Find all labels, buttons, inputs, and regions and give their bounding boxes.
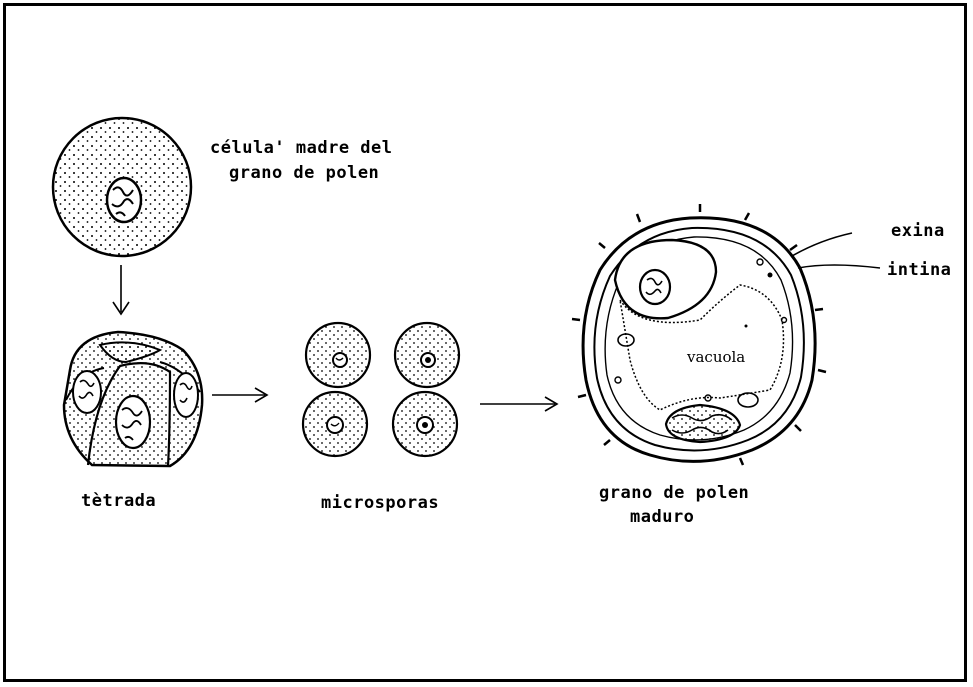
arrow-down (113, 265, 129, 314)
microspore (395, 323, 459, 387)
label-mother-cell-line2: grano de polen (229, 163, 379, 183)
label-mature-line2: maduro (630, 507, 694, 527)
tetrad (64, 332, 202, 466)
arrow-tetrad-to-microspores (212, 388, 267, 402)
microspore (393, 392, 457, 456)
microspores (303, 323, 459, 456)
microspore (303, 392, 367, 456)
arrow-microspores-to-mature (480, 397, 557, 411)
label-mature-line1: grano de polen (599, 483, 749, 503)
mature-pollen-grain (572, 204, 826, 465)
label-mother-cell-line1: célula' madre del (210, 138, 393, 158)
label-microspores: microsporas (321, 493, 439, 513)
microspore (306, 323, 370, 387)
label-exine: exina (891, 221, 945, 241)
label-intine: intina (887, 260, 951, 280)
label-tetrad: tètrada (81, 491, 156, 511)
mother-cell (53, 118, 191, 256)
label-vacuole: vacuola (687, 348, 745, 366)
leader-lines (792, 233, 880, 268)
